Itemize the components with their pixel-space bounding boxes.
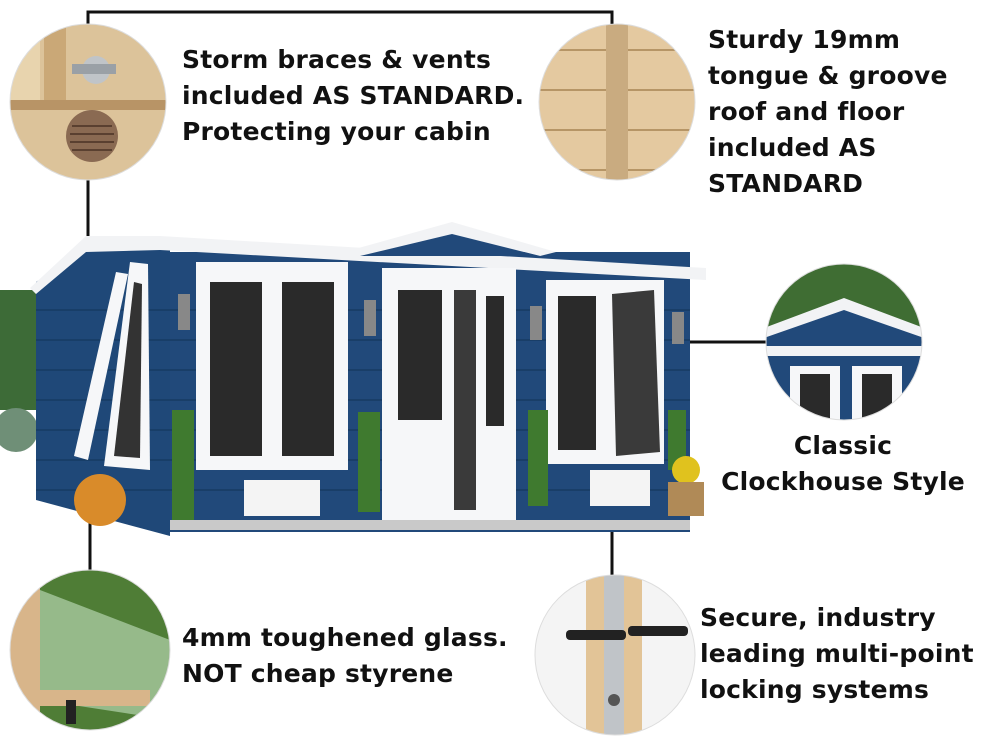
glass-caption: 4mm toughened glass. NOT cheap styrene (182, 620, 508, 692)
caption-line: Classic (793, 431, 893, 460)
tongue-groove-caption: Sturdy 19mm tongue & groove roof and flo… (708, 22, 948, 202)
caption-line: Sturdy 19mm (708, 25, 901, 54)
leader-line-lock (506, 396, 614, 580)
caption-line: included AS STANDARD. (182, 81, 525, 110)
caption-line: NOT cheap styrene (182, 659, 454, 688)
caption-line: locking systems (700, 675, 930, 704)
caption-line: included AS (708, 133, 877, 162)
storm-braces-caption: Storm braces & vents included AS STANDAR… (182, 42, 524, 150)
caption-line: Protecting your cabin (182, 117, 491, 146)
caption-line: STANDARD (708, 169, 864, 198)
caption-line: Clockhouse Style (721, 467, 965, 496)
door-handle-icon (535, 575, 695, 735)
clockhouse-style-caption: Classic Clockhouse Style (708, 428, 978, 500)
caption-line: tongue & groove (708, 61, 948, 90)
bolt-vent-icon (10, 24, 166, 180)
leader-line-style (456, 250, 768, 344)
caption-line: Secure, industry (700, 603, 936, 632)
caption-line: roof and floor (708, 97, 905, 126)
caption-line: 4mm toughened glass. (182, 623, 508, 652)
leader-line-top (86, 10, 614, 30)
timber-boards-icon (539, 24, 695, 180)
caption-line: leading multi‑point (700, 639, 974, 668)
locking-caption: Secure, industry leading multi‑point loc… (700, 600, 974, 708)
roof-gable-icon (766, 264, 922, 420)
caption-line: Storm braces & vents (182, 45, 492, 74)
glass-window-icon (10, 570, 170, 730)
